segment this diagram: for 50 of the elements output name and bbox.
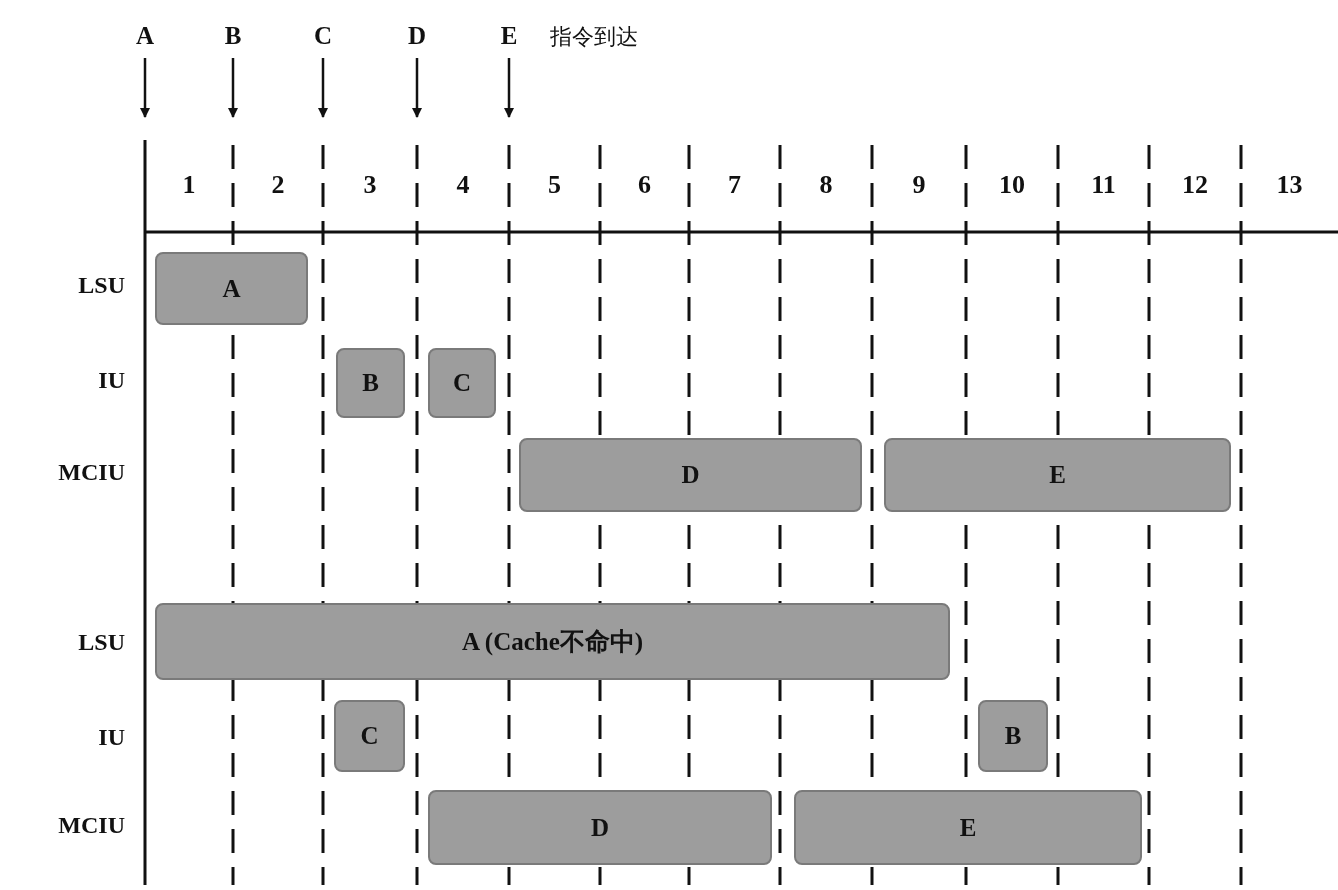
task-label: D	[590, 813, 610, 842]
arrival-arrow	[140, 58, 150, 118]
instruction-letter: B	[224, 22, 242, 50]
unit-label: MCIU	[58, 812, 125, 839]
instruction-letter: D	[407, 22, 427, 50]
task-bar	[155, 252, 308, 325]
cycle-number: 9	[912, 170, 926, 200]
unit-label: LSU	[78, 629, 125, 656]
task-bar	[794, 790, 1142, 865]
task-label: C	[360, 722, 379, 750]
task-label: D	[681, 461, 700, 489]
instruction-letter: E	[500, 22, 518, 50]
task-bar	[428, 348, 496, 418]
task-bar	[155, 603, 950, 680]
task-bar	[978, 700, 1048, 772]
cycle-number: 12	[1182, 170, 1208, 200]
task-bar	[428, 790, 772, 865]
cycle-number: 1	[182, 170, 196, 200]
cycle-number: 7	[728, 170, 741, 200]
task-label: A (Cache不命中)	[461, 627, 644, 657]
arrival-arrow	[228, 58, 238, 118]
instruction-letter: C	[313, 22, 333, 50]
unit-label: IU	[98, 724, 125, 751]
cycle-number: 4	[456, 170, 470, 200]
arrival-arrow	[412, 58, 422, 118]
unit-label: IU	[98, 367, 125, 394]
task-label: E	[1049, 461, 1066, 489]
task-bar	[334, 700, 405, 772]
cycle-number: 8	[819, 170, 833, 200]
cycle-number: 10	[999, 170, 1025, 200]
cycle-number: 13	[1276, 170, 1303, 200]
cycle-number: 5	[548, 170, 561, 200]
cycle-number: 2	[271, 170, 285, 200]
task-label: E	[959, 813, 977, 842]
unit-label: MCIU	[58, 459, 125, 486]
unit-label: LSU	[78, 272, 125, 299]
cycle-number: 6	[638, 170, 651, 200]
arrival-arrow	[504, 58, 514, 118]
note-text: 指令到达	[550, 23, 638, 51]
task-bar	[884, 438, 1231, 512]
task-label: A	[222, 274, 241, 303]
instruction-letter: A	[135, 22, 155, 50]
arrival-arrow	[318, 58, 328, 118]
task-label: B	[1004, 722, 1022, 750]
cycle-number: 3	[363, 170, 377, 200]
task-bar	[336, 348, 405, 418]
cycle-number: 11	[1091, 170, 1116, 200]
task-bar	[519, 438, 862, 512]
task-label: C	[452, 369, 472, 397]
task-label: B	[362, 369, 379, 397]
